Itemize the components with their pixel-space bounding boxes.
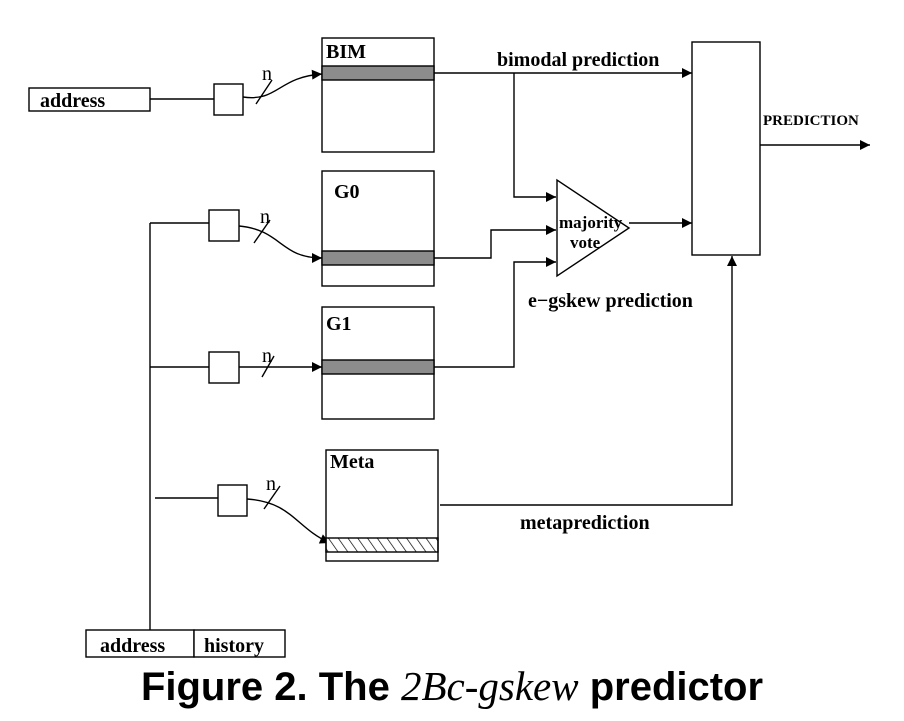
metaprediction-wire (440, 256, 737, 506)
history-bus-box (193, 629, 286, 658)
g0-table (321, 170, 435, 287)
bim-selected-entry (321, 65, 435, 81)
g1-hash-box (208, 351, 240, 384)
egskew-prediction-label: e−gskew prediction (528, 290, 693, 312)
bim-table-label: BIM (326, 41, 366, 63)
caption-predictor-name: 2Bc-gskew (400, 663, 579, 709)
bim-index-wire (242, 69, 323, 99)
majority-vote-label-line2: vote (570, 233, 601, 252)
g0-table-label: G0 (334, 181, 360, 203)
prediction-output-label: PREDICTION (763, 113, 859, 129)
address-input-label: address (40, 90, 105, 112)
final-prediction-mux (691, 41, 761, 256)
g0-selected-entry (321, 250, 435, 266)
g0-bus-width-label: n (260, 206, 270, 228)
g1-selected-entry (321, 359, 435, 375)
meta-index-wire (246, 498, 331, 544)
caption-suffix: predictor (578, 665, 764, 709)
bim-table (321, 37, 435, 153)
address-bus-label: address (100, 635, 165, 657)
g1-to-vote-wire (434, 257, 556, 368)
g0-to-vote-wire (434, 225, 556, 259)
g0-index-wire (238, 225, 323, 263)
bim-bus-slash (255, 79, 273, 105)
figure-caption: Figure 2. The 2Bc-gskew predictor (0, 662, 904, 710)
majority-vote-label-line1: majority (559, 213, 623, 232)
bim-to-vote-wire (513, 73, 556, 202)
meta-table-label: Meta (330, 451, 374, 473)
bim-bus-width-label: n (262, 63, 272, 85)
metaprediction-label: metaprediction (520, 512, 650, 534)
g0-bus-slash (253, 219, 271, 244)
meta-bus-width-label: n (266, 473, 276, 495)
bimodal-prediction-label: bimodal prediction (497, 49, 659, 71)
caption-prefix: Figure 2. The (140, 665, 401, 709)
history-bus-label: history (204, 635, 264, 657)
majority-vote-gate (556, 178, 631, 278)
meta-selected-entry (325, 537, 439, 553)
meta-bus-slash (263, 485, 281, 510)
address-bus-box (85, 629, 195, 658)
g0-hash-box (208, 209, 240, 242)
meta-hash-box (217, 484, 248, 517)
g1-table-label: G1 (326, 313, 352, 335)
g1-bus-width-label: n (262, 345, 272, 367)
g1-bus-slash (261, 355, 275, 378)
bim-hash-box (213, 83, 244, 116)
